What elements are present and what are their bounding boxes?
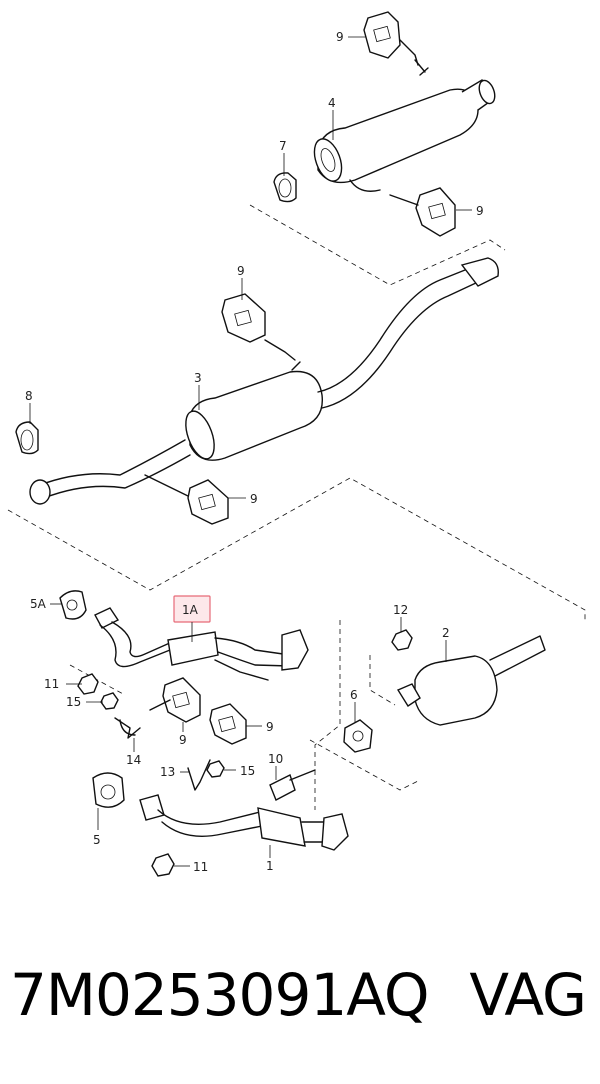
callout-9-rear-right: 9 [476, 204, 484, 218]
callout-5: 5 [93, 833, 101, 847]
callout-5a: 5A [30, 597, 47, 611]
callout-14: 14 [126, 753, 141, 767]
catalytic-converter [396, 635, 546, 726]
middle-group-frame [7, 477, 586, 620]
brand-label: VAG [469, 961, 587, 1029]
gasket-5a [59, 590, 87, 620]
callout-4: 4 [328, 96, 336, 110]
exhaust-system-diagram: 9 4 7 9 9 3 8 9 1A 5A 12 2 11 15 9 9 14 … [7, 11, 586, 877]
clamp-rear [273, 172, 297, 203]
callout-2: 2 [442, 626, 450, 640]
callout-7: 7 [279, 139, 287, 153]
rear-group-frame [249, 204, 506, 286]
nut-12 [391, 629, 413, 651]
nut-15-right [206, 760, 225, 778]
callout-9-center-left: 9 [179, 733, 187, 747]
callout-1: 1 [266, 859, 274, 873]
bolt-10 [269, 769, 316, 801]
callout-10: 10 [268, 752, 283, 766]
rubber-hanger-mid-top [221, 293, 296, 361]
gasket-5 [92, 772, 125, 808]
callout-6: 6 [350, 688, 358, 702]
footer: 7M0253091AQ VAG [0, 960, 600, 1060]
nut-11-left [77, 673, 99, 695]
front-pipe-1a [94, 607, 309, 736]
part-number: 7M0253091AQ [10, 961, 430, 1029]
front-pipe-1 [139, 794, 349, 851]
rubber-hanger-center-right [209, 703, 247, 745]
front-group-frame [69, 620, 421, 810]
callout-3: 3 [194, 371, 202, 385]
callout-12: 12 [393, 603, 408, 617]
callout-8: 8 [25, 389, 33, 403]
callout-1a: 1A [182, 603, 199, 617]
callout-11-bottom: 11 [193, 860, 208, 874]
callout-13: 13 [160, 765, 175, 779]
rubber-hanger-rear-right [389, 187, 456, 237]
callout-9-mid-top: 9 [237, 264, 245, 278]
callout-11-left: 11 [44, 677, 59, 691]
leader-lines [29, 36, 472, 867]
callouts: 9 4 7 9 9 3 8 9 1A 5A 12 2 11 15 9 9 14 … [25, 30, 484, 874]
bracket-13 [187, 759, 211, 791]
bracket-14 [114, 717, 141, 739]
callout-9-center-right: 9 [266, 720, 274, 734]
callout-15-right: 15 [240, 764, 255, 778]
rear-silencer [313, 59, 496, 192]
callout-15-left: 15 [66, 695, 81, 709]
rubber-hanger-mid-low [144, 474, 229, 525]
nut-11-bottom [151, 853, 175, 877]
middle-silencer [39, 257, 499, 499]
callout-9-mid-low: 9 [250, 492, 258, 506]
nut-15-left [100, 692, 119, 710]
rubber-hanger-top [363, 11, 419, 66]
clamp-front [15, 421, 51, 505]
gasket [343, 719, 373, 753]
rubber-hanger-center-left [162, 677, 201, 723]
callout-9-top: 9 [336, 30, 344, 44]
